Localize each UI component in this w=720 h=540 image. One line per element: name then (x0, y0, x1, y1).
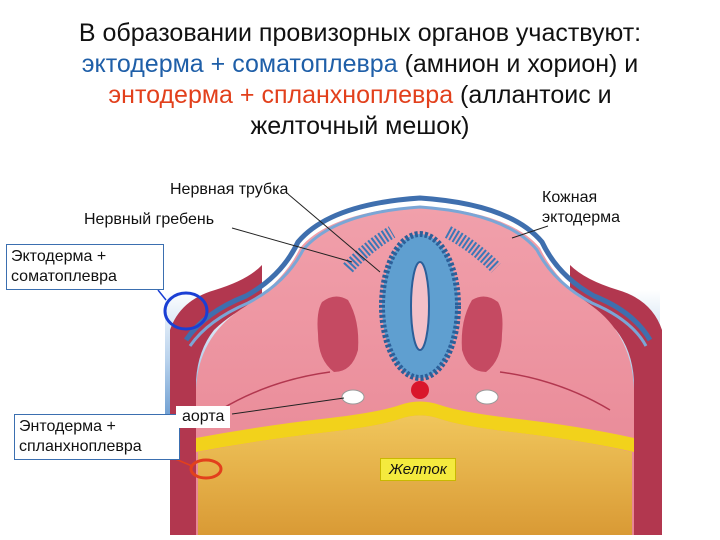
neural-tube-lumen (410, 261, 430, 351)
slide-title: В образовании провизорных органов участв… (30, 18, 690, 142)
leader-aorta (231, 397, 345, 415)
dorsal-aorta-right (475, 389, 499, 405)
leader-skin-ectoderm (511, 225, 549, 239)
title-line-1: В образовании провизорных органов участв… (78, 19, 642, 47)
endoderm-highlight: энтодерма + спланхноплевра (108, 81, 454, 109)
dorsal-aorta-left (341, 389, 365, 405)
title-line-4: желточный мешок) (250, 112, 470, 140)
endo-splanch-box: Энтодерма + спланхноплевра (14, 414, 180, 460)
coelom-right (499, 371, 611, 411)
ecto-somato-box: Эктодерма + соматоплевра (6, 244, 164, 290)
title-line-3: энтодерма + спланхноплевра (аллантоис и (30, 80, 690, 111)
ectoderm-highlight: эктодерма + соматоплевра (81, 50, 398, 78)
leader-neural-tube (287, 193, 381, 273)
title-line-3-rest: (аллантоис и (453, 81, 612, 109)
aorta-vessel (411, 381, 429, 399)
ectoderm-somatopleure-marker (163, 291, 209, 331)
skin-ectoderm-label-1: Кожная (542, 189, 598, 206)
leader-neural-crest (231, 227, 353, 263)
endo-splanch-line-2: спланхноплевра (19, 438, 142, 455)
ecto-somato-line-1: Эктодерма + (11, 248, 107, 265)
endoderm-splanchnopleure-marker (189, 458, 223, 480)
neural-crest-left (343, 226, 396, 273)
skin-ectoderm-label-2: эктодерма (542, 209, 621, 226)
yolk-label: Желток (380, 458, 456, 481)
skin-ectoderm-layer (183, 195, 653, 342)
somatopleure-fold-right (570, 265, 662, 535)
endoderm-layer (196, 401, 634, 452)
aorta-label: аорта (176, 406, 231, 428)
coelom-left (219, 371, 331, 411)
neural-tube-label: Нервная трубка (170, 181, 289, 198)
title-line-2: эктодерма + соматоплевра (амнион и хорио… (30, 49, 690, 80)
title-line-2-rest: (амнион и хорион) и (397, 50, 639, 78)
neural-crest-label: Нервный гребень (84, 211, 215, 228)
leader-ecto-box (157, 289, 167, 301)
ecto-somato-line-2: соматоплевра (11, 268, 117, 285)
endo-splanch-line-1: Энтодерма + (19, 418, 116, 435)
somite-left (317, 296, 359, 372)
neural-crest-right (444, 226, 501, 273)
somite-right (461, 296, 503, 372)
